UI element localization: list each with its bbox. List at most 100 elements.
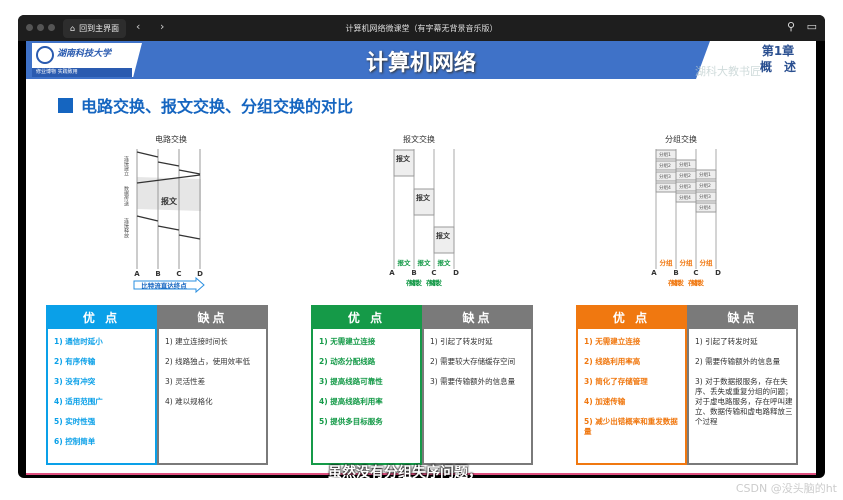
home-icon: ⌂ xyxy=(70,24,76,33)
pros-header: 优 点 xyxy=(48,307,155,329)
cons-item: 2) 需要较大存储缓存空间 xyxy=(430,357,516,366)
header-band: 湖南科技大学修业博物 实践致用 计算机网络 湖科大教书匠 第1章概 述 xyxy=(26,41,816,79)
svg-text:B: B xyxy=(155,270,160,278)
pros-item: 2) 动态分配线路 xyxy=(319,357,376,366)
svg-text:D: D xyxy=(715,269,721,277)
svg-text:连接释放: 连接释放 xyxy=(123,217,129,239)
cons-item: 2) 线路独占，使用效率低 xyxy=(165,357,251,366)
packet-box xyxy=(695,202,717,213)
forward-icon[interactable]: › xyxy=(160,20,165,33)
app-window: ⌂回到主界面 ‹ › 计算机网络微课堂（有字幕无背景音乐版） ⚲ ▭ 湖南科技大… xyxy=(18,15,825,478)
pros-item: 1) 无需建立连接 xyxy=(584,337,641,346)
svg-text:分组交换: 分组交换 xyxy=(665,134,697,144)
cons-item: 2) 需要传输额外的信息量 xyxy=(695,357,781,366)
cons-table: 缺点 1) 引起了转发时延 2) 需要传输额外的信息量 3) 对于数据报服务，存在失序… xyxy=(687,305,798,465)
back-icon[interactable]: ‹ xyxy=(136,20,141,33)
packet-label: 分组4 xyxy=(679,194,691,201)
maximize-dot[interactable] xyxy=(48,24,55,31)
pros-item: 3) 简化了存储管理 xyxy=(584,377,648,386)
diagram-title: 电路交换 xyxy=(155,134,187,144)
slide: 湖南科技大学修业博物 实践致用 计算机网络 湖科大教书匠 第1章概 述 电路交换… xyxy=(26,41,816,475)
pros-header: 优 点 xyxy=(313,307,420,329)
pros-item: 3) 提高线路可靠性 xyxy=(319,377,383,386)
school-logo: 湖南科技大学修业博物 实践致用 xyxy=(32,43,142,77)
bitstream-banner: 比特流直达终点 xyxy=(141,281,187,290)
window-controls[interactable] xyxy=(26,24,55,31)
packet-box xyxy=(695,169,717,180)
pros-item: 2) 有序传输 xyxy=(54,357,96,366)
cons-item: 4) 难以规格化 xyxy=(165,397,213,406)
cons-item: 3) 需要传输额外的信息量 xyxy=(430,377,516,386)
svg-text:连接建立: 连接建立 xyxy=(123,155,129,176)
pin-icon[interactable]: ⚲ xyxy=(786,20,795,33)
close-dot[interactable] xyxy=(26,24,33,31)
minimize-dot[interactable] xyxy=(37,24,44,31)
pros-item: 5) 提供多目标服务 xyxy=(319,417,383,426)
cons-header: 缺点 xyxy=(159,307,266,329)
cons-header: 缺点 xyxy=(424,307,531,329)
chapter-label: 第1章概 述 xyxy=(759,44,796,74)
video-caption: 虽然没有分组失序问题， xyxy=(328,465,482,478)
svg-text:存储转发: 存储转发 xyxy=(688,278,705,287)
cons-item: 3) 对于数据报服务，存在失序、丢失或重复分组的问题；对于虚电路服务，存在呼叫建… xyxy=(695,377,793,426)
svg-text:报文交换: 报文交换 xyxy=(403,134,435,144)
packet-box xyxy=(675,159,697,170)
svg-text:B: B xyxy=(411,269,416,277)
pros-item: 4) 加速传输 xyxy=(584,397,626,406)
svg-text:报文: 报文 xyxy=(396,154,411,163)
message-label: 报文 xyxy=(161,196,178,206)
svg-text:D: D xyxy=(453,269,459,277)
svg-text:D: D xyxy=(197,270,203,278)
packet-label: 分组3 xyxy=(659,173,671,180)
svg-text:A: A xyxy=(134,270,140,278)
svg-text:报文: 报文 xyxy=(418,258,432,267)
cons-table: 缺点 1) 引起了转发时延 2) 需要较大存储缓存空间 3) 需要传输额外的信息量 xyxy=(422,305,533,465)
svg-text:A: A xyxy=(389,269,395,277)
pros-item: 5) 减少出错概率和重发数据量 xyxy=(584,417,678,436)
cons-item: 1) 引起了转发时延 xyxy=(695,337,758,346)
pros-item: 4) 提高线路利用率 xyxy=(319,397,383,406)
svg-text:报文: 报文 xyxy=(436,231,451,240)
svg-text:分组: 分组 xyxy=(660,258,674,267)
course-title: 计算机网络 xyxy=(365,51,476,76)
home-button[interactable]: ⌂回到主界面 xyxy=(63,19,127,38)
cons-item: 1) 引起了转发时延 xyxy=(430,337,493,346)
pros-item: 4) 适用范围广 xyxy=(54,397,103,406)
pros-item: 6) 控制简单 xyxy=(54,437,96,446)
svg-text:数据传送: 数据传送 xyxy=(123,185,129,207)
svg-text:C: C xyxy=(176,270,181,278)
pros-item: 5) 实时性强 xyxy=(54,417,96,426)
svg-text:分组: 分组 xyxy=(700,258,714,267)
home-label: 回到主界面 xyxy=(79,24,120,33)
packet-box xyxy=(695,191,717,202)
cons-header: 缺点 xyxy=(689,307,796,329)
packet-label: 分组1 xyxy=(699,171,711,178)
watermark-text: 湖科大教书匠 xyxy=(695,65,761,78)
svg-text:报文: 报文 xyxy=(438,258,452,267)
packet-label: 分组2 xyxy=(679,172,691,179)
cons-item: 1) 建立连接时间长 xyxy=(165,337,228,346)
pros-item: 3) 没有冲突 xyxy=(54,377,96,386)
svg-text:报文: 报文 xyxy=(416,193,431,202)
packet-label: 分组1 xyxy=(659,151,671,158)
pip-icon[interactable]: ▭ xyxy=(806,20,817,33)
cons-item: 3) 灵活性差 xyxy=(165,377,206,386)
svg-text:A: A xyxy=(651,269,657,277)
packet-box xyxy=(695,180,717,191)
packet-box xyxy=(655,149,677,160)
svg-text:报文: 报文 xyxy=(398,258,412,267)
svg-text:C: C xyxy=(431,269,436,277)
csdn-watermark: CSDN @没头脑的ht xyxy=(735,482,837,495)
pros-table: 优 点 1) 无需建立连接 2) 动态分配线路 3) 提高线路可靠性 4) 提高线路利用… xyxy=(311,305,422,465)
packet-label: 分组2 xyxy=(699,182,711,189)
packet-switching-diagram: 分组交换 分组1分组2分组3分组4分组1分组2分组3分组4分组1分组2分组3分组… xyxy=(651,134,721,287)
cons-table: 缺点 1) 建立连接时间长 2) 线路独占，使用效率低 3) 灵活性差 4) 难以规格化 xyxy=(157,305,268,465)
pros-item: 2) 线路利用率高 xyxy=(584,357,641,366)
svg-text:分组: 分组 xyxy=(680,258,694,267)
pros-item: 1) 无需建立连接 xyxy=(319,337,376,346)
packet-label: 分组4 xyxy=(699,204,711,211)
title-bar: ⌂回到主界面 ‹ › 计算机网络微课堂（有字幕无背景音乐版） ⚲ ▭ xyxy=(18,15,825,41)
